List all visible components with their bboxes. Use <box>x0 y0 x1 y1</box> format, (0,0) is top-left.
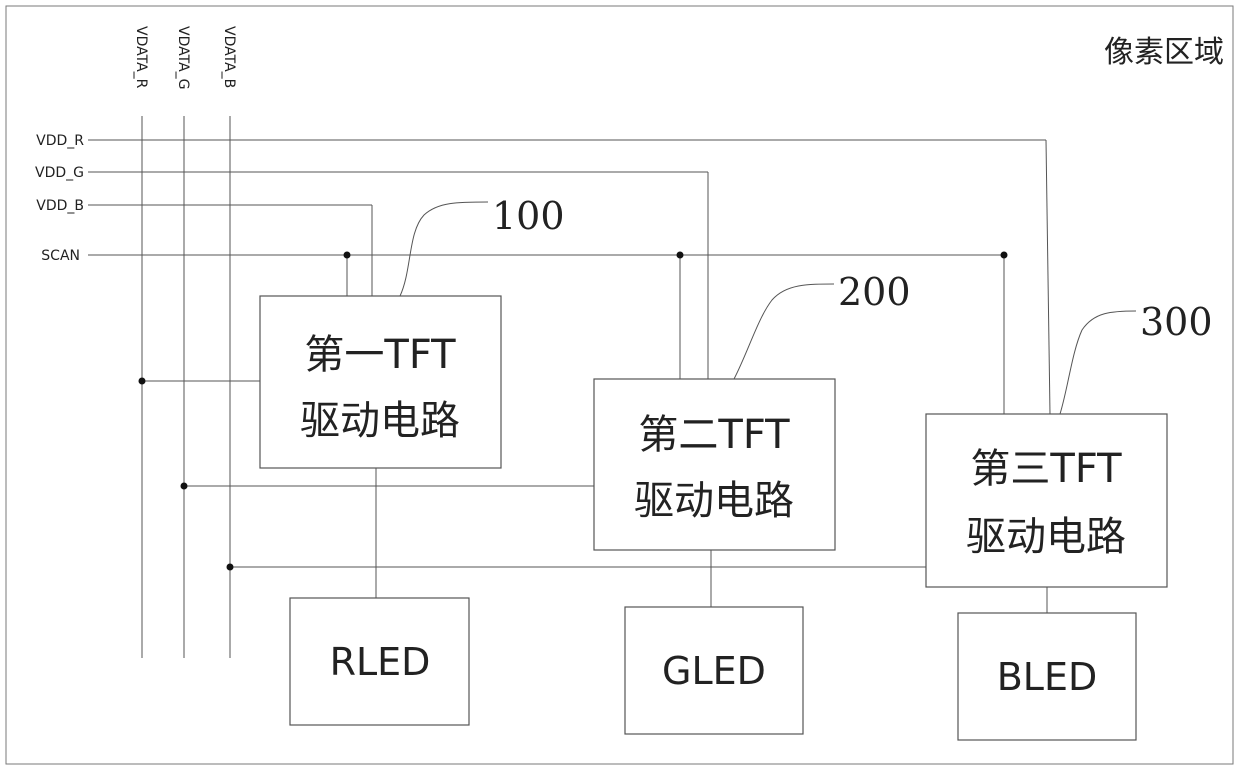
junction-dot <box>139 378 146 385</box>
vdd-r-label: VDD_R <box>36 133 84 149</box>
junction-dot <box>344 252 351 259</box>
bled-label: BLED <box>997 655 1098 699</box>
ref-number-100: 100 <box>492 194 565 238</box>
ref-number-300: 300 <box>1140 300 1213 344</box>
ref-100-leader <box>400 202 488 296</box>
first-tft-circuit-subtitle: 驱动电路 <box>300 398 460 444</box>
third-tft-circuit-title: 第三TFT <box>970 446 1122 492</box>
ref-200-leader <box>734 284 834 379</box>
rled-label: RLED <box>330 640 431 684</box>
scan-label: SCAN <box>41 248 80 264</box>
gled-label: GLED <box>662 649 766 693</box>
vdata-g-label: VDATA_G <box>175 26 191 90</box>
vdd-r-drop <box>1046 140 1050 414</box>
junction-dot <box>181 483 188 490</box>
pixel-region-label: 像素区域 <box>1104 35 1224 70</box>
junction-dot <box>227 564 234 571</box>
third-tft-circuit-box <box>926 414 1167 587</box>
first-tft-circuit-title: 第一TFT <box>304 332 456 378</box>
second-tft-circuit-title: 第二TFT <box>638 412 790 458</box>
ref-number-200: 200 <box>838 270 911 314</box>
junction-dot <box>677 252 684 259</box>
ref-300-leader <box>1060 311 1136 414</box>
second-tft-circuit-box <box>594 379 835 550</box>
junction-dot <box>1001 252 1008 259</box>
vdd-g-label: VDD_G <box>35 165 84 181</box>
vdata-b-label: VDATA_B <box>221 26 237 88</box>
vdata-r-label: VDATA_R <box>133 26 149 89</box>
third-tft-circuit-subtitle: 驱动电路 <box>966 514 1126 560</box>
second-tft-circuit-subtitle: 驱动电路 <box>634 478 794 524</box>
vdd-b-label: VDD_B <box>36 198 84 214</box>
